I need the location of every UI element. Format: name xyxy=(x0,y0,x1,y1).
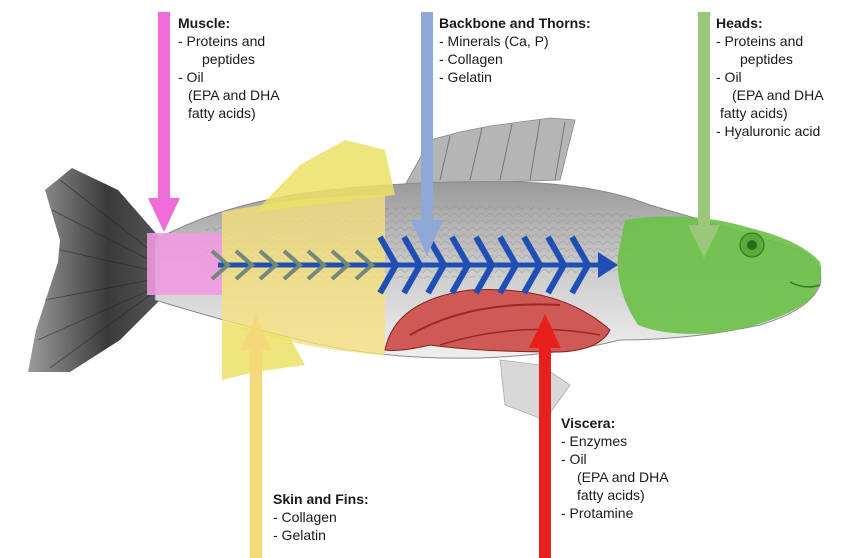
label-muscle-line: peptides xyxy=(178,50,280,68)
label-backbone-line: - Minerals (Ca, P) xyxy=(439,32,591,50)
label-heads-line: - Oil xyxy=(716,68,824,86)
tail-fin xyxy=(28,168,160,372)
label-backbone-title: Backbone and Thorns: xyxy=(439,14,591,32)
label-viscera-line: - Enzymes xyxy=(561,432,669,450)
label-backbone: Backbone and Thorns: - Minerals (Ca, P) … xyxy=(439,14,591,86)
label-viscera-title: Viscera: xyxy=(561,414,669,432)
label-viscera-line: - Protamine xyxy=(561,504,669,522)
label-skin-fins-title: Skin and Fins: xyxy=(273,490,369,508)
label-heads-line: (EPA and DHA xyxy=(716,86,824,104)
label-viscera-line: fatty acids) xyxy=(561,486,669,504)
label-heads-line: fatty acids) xyxy=(716,104,824,122)
label-heads-line: - Hyaluronic acid xyxy=(716,122,824,140)
label-backbone-line: - Gelatin xyxy=(439,68,591,86)
label-skin-fins-line: - Gelatin xyxy=(273,526,369,544)
arrow-muscle xyxy=(148,12,180,232)
label-muscle-line: - Oil xyxy=(178,68,280,86)
label-heads: Heads: - Proteins and peptides - Oil (EP… xyxy=(716,14,824,140)
muscle-region xyxy=(147,233,222,295)
label-muscle-line: fatty acids) xyxy=(178,104,280,122)
label-heads-line: peptides xyxy=(716,50,824,68)
label-heads-title: Heads: xyxy=(716,14,824,32)
label-viscera-line: (EPA and DHA xyxy=(561,468,669,486)
label-skin-fins-line: - Collagen xyxy=(273,508,369,526)
label-muscle: Muscle: - Proteins and peptides - Oil (E… xyxy=(178,14,280,122)
label-viscera: Viscera: - Enzymes - Oil (EPA and DHA fa… xyxy=(561,414,669,522)
label-muscle-title: Muscle: xyxy=(178,14,280,32)
head-region xyxy=(618,216,822,333)
label-skin-fins: Skin and Fins: - Collagen - Gelatin xyxy=(273,490,369,544)
label-backbone-line: - Collagen xyxy=(439,50,591,68)
label-muscle-line: (EPA and DHA xyxy=(178,86,280,104)
pelvic-fin xyxy=(500,360,570,420)
label-muscle-line: - Proteins and xyxy=(178,32,280,50)
fish-pupil xyxy=(747,240,757,250)
label-heads-line: - Proteins and xyxy=(716,32,824,50)
label-viscera-line: - Oil xyxy=(561,450,669,468)
